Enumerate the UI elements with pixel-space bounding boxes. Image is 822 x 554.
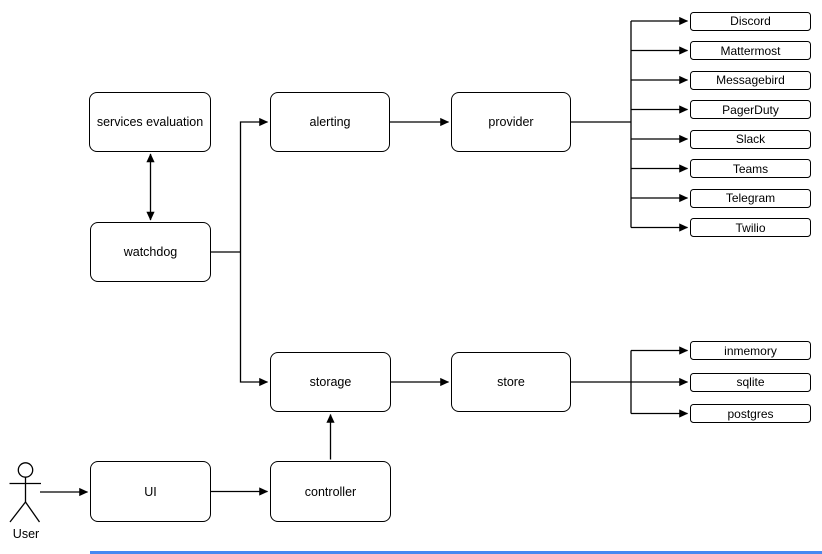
store-target-inmemory[interactable]: inmemory	[690, 341, 811, 360]
leaf-label: Telegram	[725, 191, 776, 205]
store-target-sqlite[interactable]: sqlite	[690, 372, 811, 392]
provider-target-messagebird[interactable]: Messagebird	[690, 70, 811, 90]
provider-target-discord[interactable]: Discord	[690, 11, 811, 31]
actor-right-leg	[24, 501, 41, 523]
leaf-label: Mattermost	[720, 43, 781, 58]
provider-target-twilio[interactable]: Twilio	[690, 218, 811, 237]
provider-target-pagerduty[interactable]: PagerDuty	[690, 100, 811, 119]
provider-target-slack[interactable]: Slack	[690, 129, 811, 149]
edge-watchdog-alerting	[239, 117, 269, 252]
node-label: store	[497, 375, 525, 389]
actor-left-leg	[9, 501, 27, 523]
provider-target-teams[interactable]: Teams	[690, 159, 811, 178]
leaf-label: Twilio	[735, 220, 766, 235]
edge-watchdog-storage	[239, 252, 269, 387]
leaf-label: Discord	[730, 14, 771, 28]
leaf-label: Slack	[735, 132, 766, 146]
leaf-label: PagerDuty	[722, 102, 779, 117]
node-storage[interactable]: storage	[270, 352, 391, 412]
node-controller[interactable]: controller	[270, 461, 391, 522]
node-label: alerting	[309, 115, 351, 129]
node-label: services evaluation	[96, 115, 204, 129]
node-label: provider	[488, 115, 534, 129]
user-actor-icon[interactable]	[9, 462, 42, 523]
leaf-label: inmemory	[724, 343, 777, 358]
node-alerting[interactable]: alerting	[270, 92, 390, 152]
bottom-blue-bar	[90, 551, 822, 554]
node-provider[interactable]: provider	[451, 92, 571, 152]
node-store[interactable]: store	[451, 352, 571, 412]
node-label: controller	[304, 484, 357, 499]
provider-target-telegram[interactable]: Telegram	[690, 188, 811, 208]
node-services-evaluation[interactable]: services evaluation	[89, 92, 211, 152]
user-actor-label: User	[12, 527, 40, 541]
node-label: storage	[309, 375, 352, 389]
node-watchdog[interactable]: watchdog	[90, 222, 211, 282]
leaf-label: Messagebird	[716, 73, 785, 87]
node-ui[interactable]: UI	[90, 461, 211, 522]
provider-target-mattermost[interactable]: Mattermost	[690, 41, 811, 60]
actor-head	[17, 462, 34, 478]
leaf-label: sqlite	[736, 375, 765, 389]
leaf-label: Teams	[732, 161, 769, 176]
store-target-postgres[interactable]: postgres	[690, 404, 811, 423]
node-label: UI	[144, 484, 157, 499]
node-label: watchdog	[123, 245, 178, 259]
leaf-label: postgres	[727, 406, 774, 421]
